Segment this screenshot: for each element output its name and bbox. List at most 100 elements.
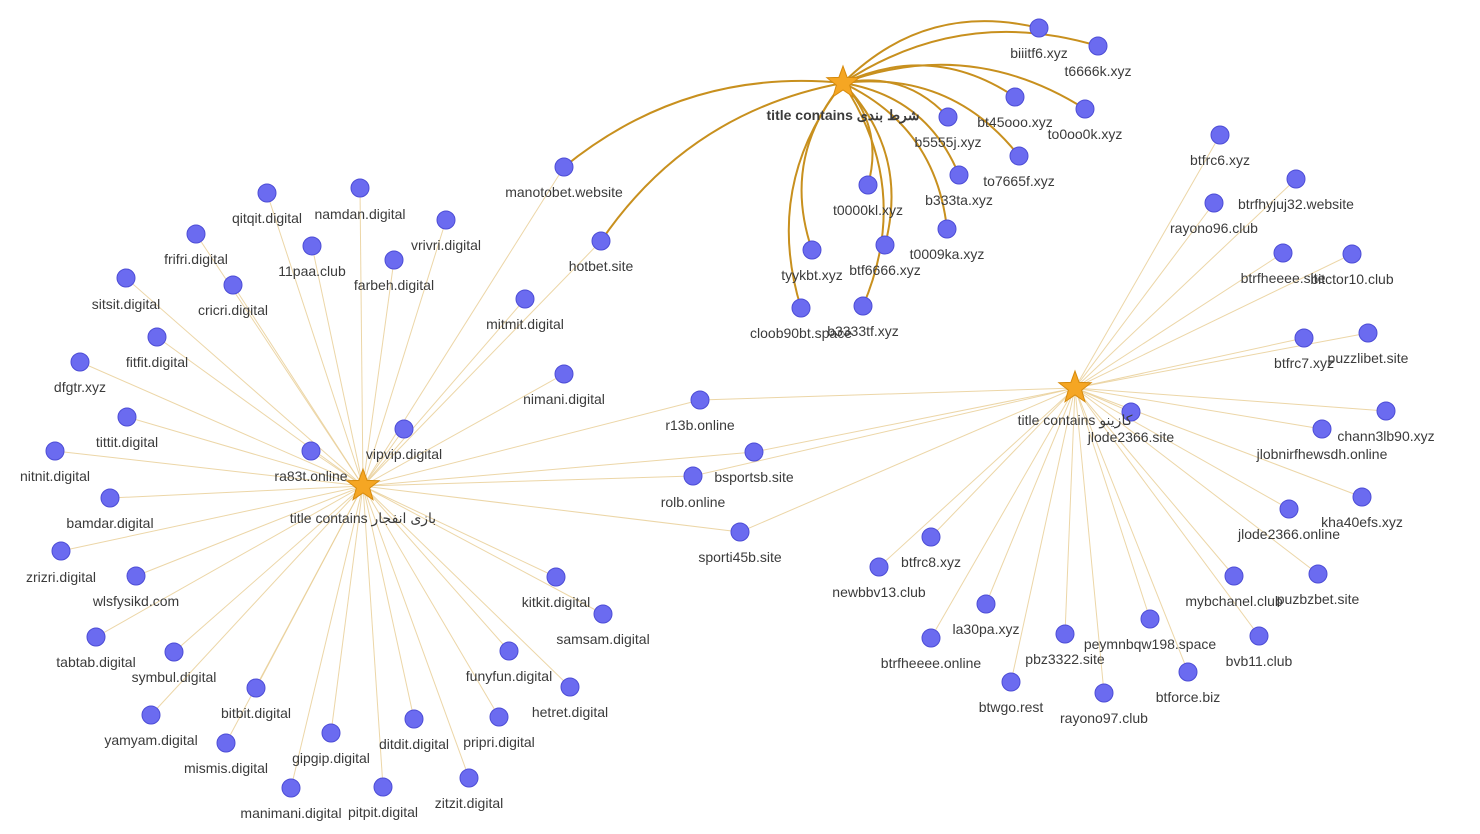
node-dot[interactable] bbox=[257, 183, 277, 203]
node-dot[interactable] bbox=[1279, 499, 1299, 519]
node-dot[interactable] bbox=[147, 327, 167, 347]
node-yamyam-digital[interactable]: yamyam.digital bbox=[104, 705, 198, 748]
node-btrfhyjuj32-website[interactable]: btrfhyjuj32.website bbox=[1238, 169, 1354, 212]
node-hetret-digital[interactable]: hetret.digital bbox=[532, 677, 608, 720]
node-puzbzbet-site[interactable]: puzbzbet.site bbox=[1277, 564, 1360, 607]
node-biiitf6-xyz[interactable]: biiitf6.xyz bbox=[1010, 18, 1068, 61]
hub-enfejar[interactable]: title contains بازی انفجار bbox=[290, 467, 436, 527]
node-dot[interactable] bbox=[730, 522, 750, 542]
node-dfgtr-xyz[interactable]: dfgtr.xyz bbox=[54, 352, 106, 395]
node-farbeh-digital[interactable]: farbeh.digital bbox=[354, 250, 434, 293]
node-dot[interactable] bbox=[302, 236, 322, 256]
node-dot[interactable] bbox=[1009, 146, 1029, 166]
node-dot[interactable] bbox=[51, 541, 71, 561]
node-bvb11-club[interactable]: bvb11.club bbox=[1226, 626, 1293, 669]
node-dot[interactable] bbox=[1210, 125, 1230, 145]
star-icon[interactable] bbox=[1057, 369, 1093, 403]
node-hotbet-site[interactable]: hotbet.site bbox=[569, 231, 634, 274]
node-nitnit-digital[interactable]: nitnit.digital bbox=[20, 441, 90, 484]
node-dot[interactable] bbox=[1358, 323, 1378, 343]
node-dot[interactable] bbox=[1342, 244, 1362, 264]
node-dot[interactable] bbox=[1005, 87, 1025, 107]
node-r13b-online[interactable]: r13b.online bbox=[665, 390, 735, 433]
node-frifri-digital[interactable]: frifri.digital bbox=[164, 224, 228, 267]
node-dot[interactable] bbox=[1178, 662, 1198, 682]
node-jlobnirfhewsdh-online[interactable]: jlobnirfhewsdh.online bbox=[1256, 419, 1388, 462]
node-dot[interactable] bbox=[404, 709, 424, 729]
node-b3333tf-xyz[interactable]: b3333tf.xyz bbox=[827, 296, 899, 339]
node-b333ta-xyz[interactable]: b333ta.xyz bbox=[925, 165, 993, 208]
node-vrivri-digital[interactable]: vrivri.digital bbox=[411, 210, 481, 253]
star-icon[interactable] bbox=[345, 467, 381, 501]
node-dot[interactable] bbox=[141, 705, 161, 725]
node-t0009ka-xyz[interactable]: t0009ka.xyz bbox=[910, 219, 985, 262]
node-chann3lb90-xyz[interactable]: chann3lb90.xyz bbox=[1337, 401, 1435, 444]
node-dot[interactable] bbox=[45, 441, 65, 461]
node-dot[interactable] bbox=[1204, 193, 1224, 213]
node-manotobet-website[interactable]: manotobet.website bbox=[505, 157, 623, 200]
node-dot[interactable] bbox=[1121, 402, 1141, 422]
node-dot[interactable] bbox=[499, 641, 519, 661]
node-wlsfysikd-com[interactable]: wlsfysikd.com bbox=[92, 566, 179, 609]
node-dot[interactable] bbox=[976, 594, 996, 614]
node-manimani-digital[interactable]: manimani.digital bbox=[240, 778, 342, 821]
node-dot[interactable] bbox=[1140, 609, 1160, 629]
node-dot[interactable] bbox=[1249, 626, 1269, 646]
node-dot[interactable] bbox=[117, 407, 137, 427]
node-dot[interactable] bbox=[384, 250, 404, 270]
node-bamdar-digital[interactable]: bamdar.digital bbox=[66, 488, 154, 531]
node-dot[interactable] bbox=[126, 566, 146, 586]
node-dot[interactable] bbox=[744, 442, 764, 462]
node-dot[interactable] bbox=[591, 231, 611, 251]
node-bitctor10-club[interactable]: bitctor10.club bbox=[1310, 244, 1394, 287]
node-dot[interactable] bbox=[301, 441, 321, 461]
node-cricri-digital[interactable]: cricri.digital bbox=[198, 275, 268, 318]
node-vipvip-digital[interactable]: vipvip.digital bbox=[366, 419, 442, 462]
node-dot[interactable] bbox=[1094, 683, 1114, 703]
node-dot[interactable] bbox=[1029, 18, 1049, 38]
node-la30pa-xyz[interactable]: la30pa.xyz bbox=[953, 594, 1020, 637]
node-bitbit-digital[interactable]: bitbit.digital bbox=[221, 678, 291, 721]
node-btrfheeee-site[interactable]: btrfheeee.site bbox=[1241, 243, 1326, 286]
node-to7665f-xyz[interactable]: to7665f.xyz bbox=[983, 146, 1055, 189]
node-mismis-digital[interactable]: mismis.digital bbox=[184, 733, 268, 776]
node-dot[interactable] bbox=[1001, 672, 1021, 692]
hub-casino[interactable]: title contains کازینو bbox=[1018, 369, 1133, 429]
node-jlode2366-site[interactable]: jlode2366.site bbox=[1087, 402, 1175, 445]
node-dot[interactable] bbox=[593, 604, 613, 624]
node-sporti45b-site[interactable]: sporti45b.site bbox=[698, 522, 782, 565]
node-newbbv13-club[interactable]: newbbv13.club bbox=[832, 557, 926, 600]
node-btrfheeee-online[interactable]: btrfheeee.online bbox=[881, 628, 982, 671]
node-pitpit-digital[interactable]: pitpit.digital bbox=[348, 777, 418, 820]
node-dot[interactable] bbox=[802, 240, 822, 260]
node-btf6666-xyz[interactable]: btf6666.xyz bbox=[849, 235, 921, 278]
node-to0oo0k-xyz[interactable]: to0oo0k.xyz bbox=[1048, 99, 1123, 142]
node-dot[interactable] bbox=[373, 777, 393, 797]
node-qitqit-digital[interactable]: qitqit.digital bbox=[232, 183, 302, 226]
node-t6666k-xyz[interactable]: t6666k.xyz bbox=[1065, 36, 1132, 79]
node-ra83t-online[interactable]: ra83t.online bbox=[274, 441, 348, 484]
node-dot[interactable] bbox=[164, 642, 184, 662]
node-gipgip-digital[interactable]: gipgip.digital bbox=[292, 723, 370, 766]
node-dot[interactable] bbox=[489, 707, 509, 727]
node-dot[interactable] bbox=[554, 364, 574, 384]
node-dot[interactable] bbox=[86, 627, 106, 647]
node-zrizri-digital[interactable]: zrizri.digital bbox=[26, 541, 96, 585]
node-funyfun-digital[interactable]: funyfun.digital bbox=[466, 641, 552, 684]
node-dot[interactable] bbox=[921, 527, 941, 547]
node-pripri-digital[interactable]: pripri.digital bbox=[463, 707, 535, 750]
node-ditdit-digital[interactable]: ditdit.digital bbox=[379, 709, 449, 752]
node-btforce-biz[interactable]: btforce.biz bbox=[1156, 662, 1221, 705]
node-dot[interactable] bbox=[1312, 419, 1332, 439]
node-dot[interactable] bbox=[116, 268, 136, 288]
node-tabtab-digital[interactable]: tabtab.digital bbox=[56, 627, 136, 670]
star-icon[interactable] bbox=[825, 64, 861, 98]
node-namdan-digital[interactable]: namdan.digital bbox=[314, 178, 406, 222]
node-dot[interactable] bbox=[1308, 564, 1328, 584]
node-samsam-digital[interactable]: samsam.digital bbox=[556, 604, 650, 647]
node-dot[interactable] bbox=[321, 723, 341, 743]
node-dot[interactable] bbox=[1294, 328, 1314, 348]
node-dot[interactable] bbox=[683, 466, 703, 486]
node-btfrc7-xyz[interactable]: btfrc7.xyz bbox=[1274, 328, 1334, 371]
node-jlode2366-online[interactable]: jlode2366.online bbox=[1237, 499, 1340, 542]
